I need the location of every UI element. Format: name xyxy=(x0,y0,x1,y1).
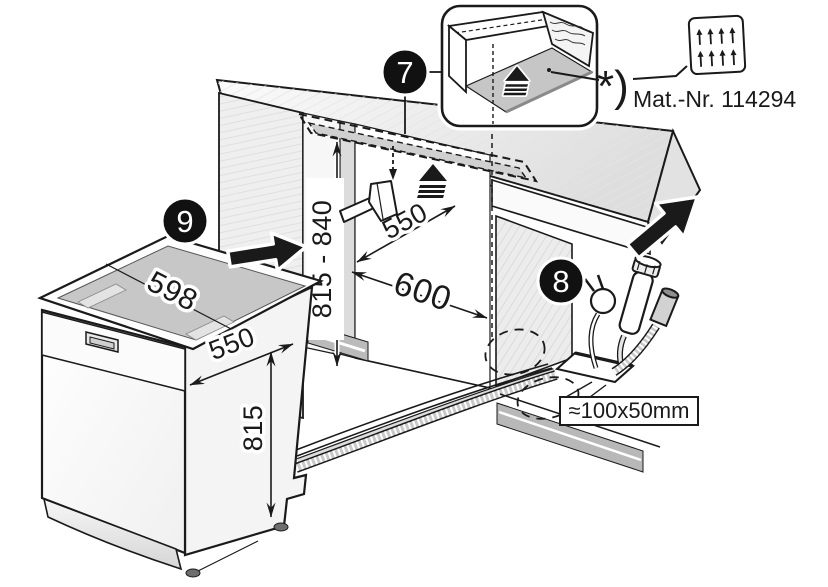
callout-9: 9 xyxy=(160,196,210,246)
hose-cutout-group xyxy=(484,254,680,420)
callout-7: 7 xyxy=(380,47,443,134)
detail-inset xyxy=(437,1,602,131)
door-handle xyxy=(85,331,119,353)
footnote-marker: *) xyxy=(597,62,629,111)
footnote: *) Mat.-Nr. 114294 xyxy=(597,14,796,112)
cutout-size-label: ≈100x50mm xyxy=(559,396,699,426)
drain-hose-icon xyxy=(611,287,680,376)
callout-8: 8 xyxy=(536,256,586,306)
cutout-size-text: ≈100x50mm xyxy=(569,398,690,423)
aquastop-valve-icon xyxy=(616,254,662,369)
callout-7-number: 7 xyxy=(396,55,413,90)
plinth-strip-right xyxy=(496,393,661,473)
dishwasher-top-panel xyxy=(56,245,307,341)
sticker-sheet-icon xyxy=(687,14,747,76)
steam-deflector-icon-inset xyxy=(501,64,531,98)
kick-panel xyxy=(42,497,183,571)
push-arrow-icon xyxy=(225,231,308,273)
callout-8-number: 8 xyxy=(552,264,569,299)
callout-9-number: 9 xyxy=(176,204,193,239)
material-number: Mat.-Nr. 114294 xyxy=(633,86,796,112)
hose-run-on-floor xyxy=(294,363,558,473)
lift-arrow-icon xyxy=(625,195,700,260)
power-plug-icon xyxy=(583,274,617,369)
steam-deflector-icon xyxy=(415,162,449,200)
appliance-height-label: 815 xyxy=(238,405,268,452)
hammer-icon xyxy=(339,146,398,223)
floor-elements xyxy=(197,323,661,572)
protective-strip-outline xyxy=(296,112,539,183)
